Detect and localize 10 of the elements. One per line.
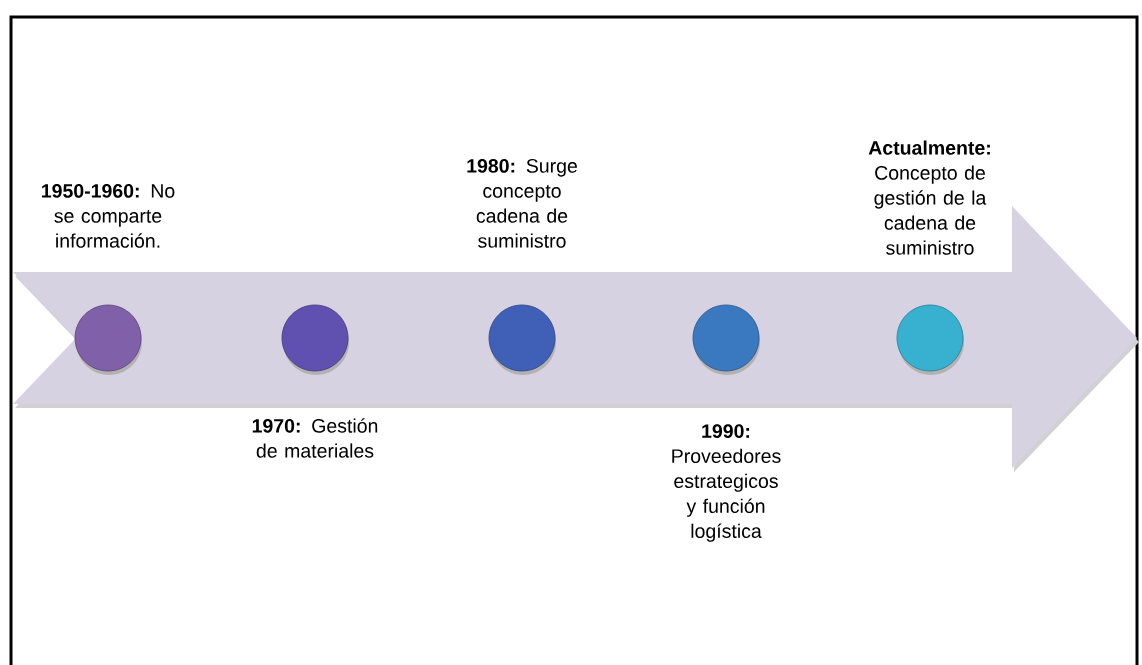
timeline-label: 1980: Surge concepto cadena de suministro — [467, 159, 577, 248]
timeline-label: 1950-1960: No se comparte información. — [42, 184, 175, 248]
timeline-label: Actualmente: Concepto de gestión de la cadena de suministro — [868, 140, 990, 255]
timeline-dot — [896, 304, 964, 372]
timeline-dot — [488, 304, 556, 372]
timeline-dot — [281, 304, 349, 372]
timeline-dot — [692, 304, 760, 372]
timeline-label: 1970: Gestión de materiales — [252, 418, 378, 458]
timeline-label: 1990: Proveedores estrategicos y función logística — [672, 424, 781, 542]
timeline-dot — [74, 304, 142, 372]
